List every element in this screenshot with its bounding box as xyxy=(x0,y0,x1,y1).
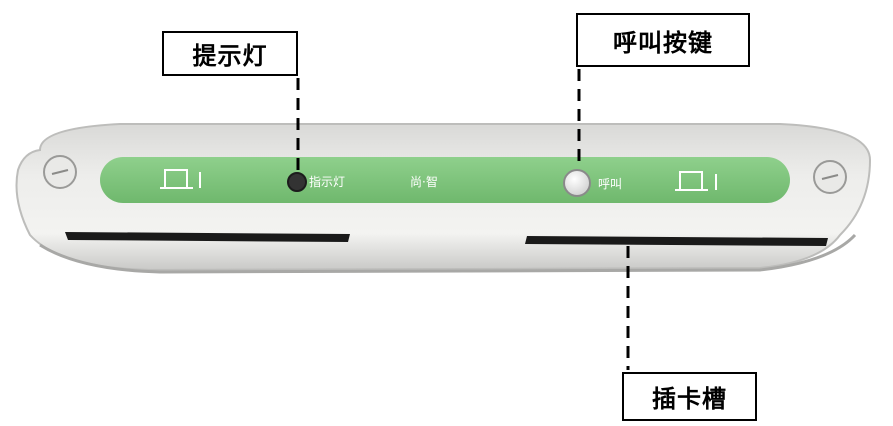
strip-call-text: 呼叫 xyxy=(598,177,623,191)
call-button[interactable] xyxy=(563,169,591,197)
strip-indicator-text: 指示灯 xyxy=(309,175,346,189)
door-icon-left xyxy=(160,169,201,189)
green-label-strip xyxy=(100,157,790,203)
strip-center-text: 尚·智 xyxy=(410,175,438,189)
card-slot-right xyxy=(525,236,828,246)
indicator-light xyxy=(287,172,307,192)
left-screw-icon xyxy=(43,155,77,189)
card-slot-label: 插卡槽 xyxy=(622,372,757,421)
card-slot-left xyxy=(65,232,350,242)
call-button-label: 呼叫按键 xyxy=(576,13,750,67)
right-screw-icon xyxy=(813,160,847,194)
indicator-light-label: 提示灯 xyxy=(162,31,298,76)
device-bottom-edge xyxy=(39,233,857,274)
door-icon-right xyxy=(675,171,717,191)
